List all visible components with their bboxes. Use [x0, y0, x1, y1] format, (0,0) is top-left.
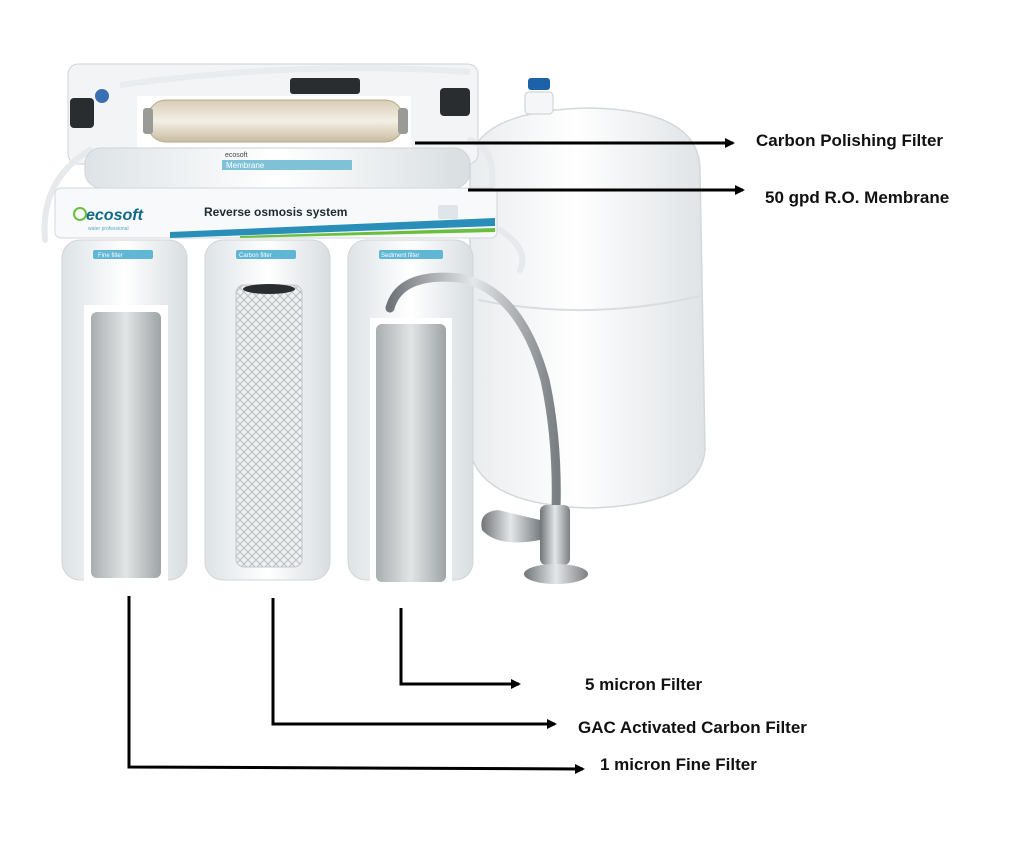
- storage-tank: [469, 78, 706, 509]
- label-gac-carbon-filter: GAC Activated Carbon Filter: [578, 718, 807, 737]
- quality-seal-icon: [438, 205, 458, 219]
- arrow-5micron: [399, 608, 521, 689]
- label-5-micron-filter: 5 micron Filter: [585, 675, 703, 694]
- fine-filter-cartridge: [84, 305, 168, 587]
- label-ro-membrane: 50 gpd R.O. Membrane: [765, 188, 950, 207]
- faucet-handle: [481, 510, 540, 543]
- label-carbon-polishing-filter: Carbon Polishing Filter: [756, 131, 944, 150]
- callout-arrows: [127, 138, 745, 774]
- panel-title: Reverse osmosis system: [204, 205, 347, 219]
- front-panel: ecosoft water professional Reverse osmos…: [54, 187, 498, 239]
- membrane-brand: ecosoft: [225, 152, 248, 159]
- housing-2-label: Carbon filter: [239, 253, 272, 259]
- tank-valve-cap: [528, 78, 550, 90]
- membrane-label: Membrane: [226, 161, 265, 170]
- leaf-icon: [73, 207, 87, 221]
- housing-1-label: Fine filter: [98, 253, 123, 259]
- carbon-polishing-filter: [137, 96, 411, 148]
- label-1-micron-fine-filter: 1 micron Fine Filter: [600, 755, 757, 774]
- brand-tagline: water professional: [88, 226, 129, 232]
- arrow-1micron: [127, 596, 585, 774]
- ecosoft-logo: ecosoft: [86, 207, 144, 224]
- sediment-filter-cartridge: [370, 318, 452, 590]
- membrane-housing: ecosoft Membrane: [84, 147, 471, 189]
- housing-3-label: Sediment filter: [381, 253, 419, 259]
- arrow-gac: [271, 598, 557, 729]
- carbon-block-cartridge: [235, 284, 303, 568]
- faucet: [385, 272, 588, 584]
